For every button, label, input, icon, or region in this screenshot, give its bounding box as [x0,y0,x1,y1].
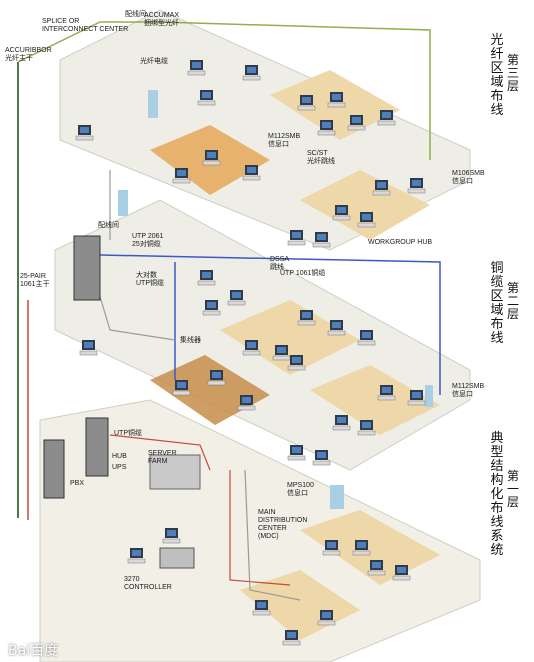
workstation-icon [352,540,371,556]
workstation-icon [172,380,191,396]
pbx-rack [43,439,65,499]
glass-panel [118,190,128,216]
mps100-label: MPS100 信息口 [287,482,314,497]
workstation-icon [172,168,191,184]
workstation-icon [127,548,146,564]
workstation-icon [317,610,336,626]
floor-1-label: 第一层 [506,469,519,509]
gray-utp-cable [244,469,301,601]
workstation-icon [237,395,256,411]
server-farm-box [149,454,201,490]
utp-cn-label: UTP铜缆 [114,430,142,437]
server-farm-label: SERVER FARM [148,450,177,465]
scst-label: SC/ST 光纤跳线 [307,150,335,165]
workstation-icon [162,528,181,544]
m106smb-label: M106SMB 信息口 [452,170,485,185]
office-zone-2b [220,300,360,375]
utp1061-label: UTP 1061铜缆 [280,270,326,277]
blue-utp-cable [99,254,441,395]
workstation-icon [287,355,306,371]
office-zone-2c [310,365,440,435]
workstation-icon [242,340,261,356]
workstation-icon [407,390,426,406]
fiber-cable-label: 光纤电缆 [140,58,168,65]
glass-panel [425,385,433,407]
workstation-icon [75,125,94,141]
workstation-icon [187,60,206,76]
workstation-icon [202,150,221,166]
splice-center-label: SPLICE OR INTERCONNECT CENTER [42,18,129,33]
workstation-icon [392,565,411,581]
workstation-icon [242,165,261,181]
workstation-icon [79,340,98,356]
floor-3-label: 第三层 [506,53,519,93]
workstation-icon [297,95,316,111]
workstation-icon [327,92,346,108]
fiber-trunk-cable [17,21,431,160]
workstation-icon [272,345,291,361]
accumax-label: ACCUMAX 捆绑型光纤 [144,12,180,27]
pbx-label: PBX [70,480,85,487]
baidu-watermark: Bai百度 [8,643,59,659]
workstation-icon [332,415,351,431]
floor-2-title: 铜缆区域布线 [490,261,504,346]
large-utp-label: 大对数 UTP铜缆 [136,272,164,287]
glass-panel [330,485,344,509]
workstation-icon [282,630,301,646]
workstation-icon [252,600,271,616]
workstation-icon [377,385,396,401]
workstation-icon [332,205,351,221]
office-zone-3c [300,170,430,240]
workstation-icon [347,115,366,131]
workstation-icon [327,320,346,336]
dssa-label: DSSA 跳线 [270,256,290,271]
pair25-label: 25-PAIR 1061主干 [20,273,50,288]
floor-1-title: 典型结构化布线系统 [490,431,504,558]
workstation-icon [312,232,331,248]
hub-rack [85,417,109,477]
workstation-icon [367,560,386,576]
distribution-room-top-label: 配线间 [125,11,146,18]
accuribbor-label: ACCURIBBOR 光纤主干 [5,47,52,62]
workstation-icon [322,540,341,556]
workstation-icon [357,420,376,436]
utp2061-label: UTP 2061 25对铜缆 [132,233,164,248]
workstation-icon [287,230,306,246]
workstation-icon [357,212,376,228]
mdc-label: MAIN DISTRIBUTION CENTER (MDC) [258,509,308,540]
ups-label: UPS [112,464,127,471]
workstation-icon [357,330,376,346]
floor-3-title: 光纤区域布线 [490,33,504,118]
workstation-icon [227,290,246,306]
glass-panel [148,90,158,118]
workgroup-hub-label: WORKGROUP HUB [368,239,433,246]
controller-label: 3270 CONTROLLER [124,576,172,591]
controller-box [159,547,195,569]
workstation-icon [377,110,396,126]
distribution-room-mid-label: 配线间 [98,222,119,229]
floor-2-label: 第二层 [506,281,519,321]
workstation-icon [197,90,216,106]
m112smb-top-label: M112SMB 信息口 [268,133,301,148]
workstation-icon [202,300,221,316]
hub-cn-label: 集线器 [180,337,201,344]
workstation-icon [407,178,426,194]
workstation-icon [297,310,316,326]
hub-en-label: HUB [112,453,127,460]
workstation-icon [287,445,306,461]
workstation-icon [372,180,391,196]
floor-2-distribution-rack [73,235,101,301]
workstation-icon [312,450,331,466]
m112smb-mid-label: M112SMB 信息口 [452,383,485,398]
red-utp-cable [229,470,291,586]
red-utp-cable [109,434,211,471]
workstation-icon [197,270,216,286]
workstation-icon [317,120,336,136]
workstation-icon [207,370,226,386]
workstation-icon [242,65,261,81]
